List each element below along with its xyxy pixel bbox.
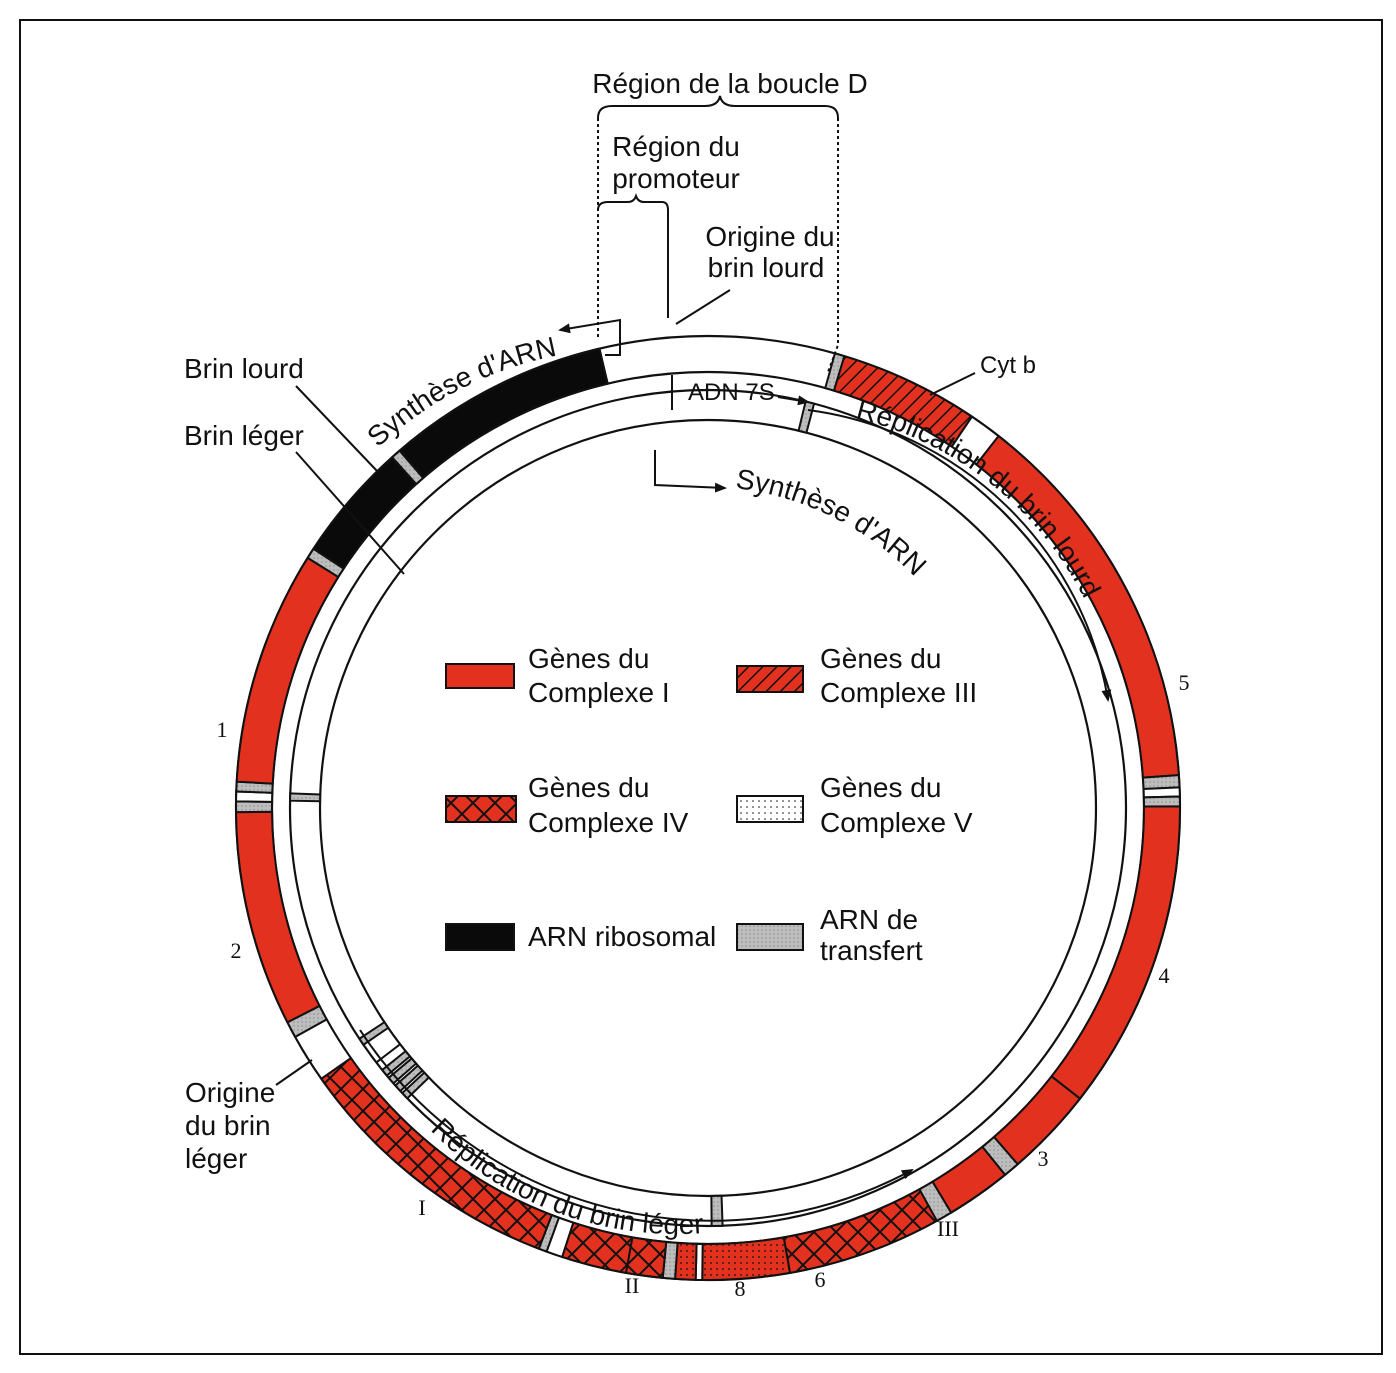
legend-label-complex1-line2: Complexe I <box>528 677 670 708</box>
legend-label-complex3-line2: Complexe III <box>820 677 977 708</box>
legend-label-complex4-line2: Complexe IV <box>528 807 689 838</box>
rna-synthesis-arrow-light <box>654 450 727 493</box>
legend-label-complex1-line1: Gènes du <box>528 643 649 674</box>
legend-swatch-complex4 <box>445 795 517 823</box>
dna-7s-label: ADN 7S <box>688 379 775 406</box>
gene-number-6: 6 <box>815 1267 826 1292</box>
light-origin-label-3: léger <box>185 1143 247 1174</box>
inner-trna-1 <box>358 1020 390 1047</box>
d-loop-label: Région de la boucle D <box>592 68 868 99</box>
inner-trna-0 <box>797 400 816 434</box>
legend-label-complex4-line1: Gènes du <box>528 772 649 803</box>
ring-circle-3 <box>318 418 1098 1198</box>
outer-segment-26 <box>235 810 321 1024</box>
legend-swatch-complex5 <box>736 795 804 823</box>
gene-number-8: 8 <box>735 1276 746 1301</box>
heavy-origin-label-2: brin lourd <box>708 252 825 283</box>
promoter-label-1: Région du <box>612 131 740 162</box>
gene-roman-II: II <box>625 1273 640 1298</box>
promoter-label-2: promoteur <box>612 163 740 194</box>
legend-swatch-rrna <box>445 923 515 951</box>
legend-label-rrna: ARN ribosomal <box>528 921 716 952</box>
d-loop-right-guide <box>827 118 839 373</box>
legend-swatch-complex1 <box>445 663 515 689</box>
outer-segment-17 <box>674 1241 698 1281</box>
outer-segment-31 <box>306 547 345 579</box>
legend-swatch-complex3 <box>736 665 804 693</box>
ring-circle-2 <box>288 388 1128 1228</box>
outer-segment-15 <box>701 1236 792 1281</box>
legend-label-complex5-line1: Gènes du <box>820 772 941 803</box>
legend-label-trna-line1: ARN de <box>820 904 918 935</box>
dna-7s-arrow <box>777 395 810 406</box>
gene-segments <box>235 347 1182 1281</box>
d-loop-bracket <box>597 95 839 119</box>
heavy-origin-label-1: Origine du <box>705 221 834 252</box>
promoter-bracket <box>597 192 669 318</box>
cyt-b-leader <box>929 372 976 396</box>
rna-synthesis-arrow-heavy <box>558 318 621 356</box>
cyt-b-label: Cyt b <box>980 352 1036 379</box>
figure-frame <box>19 19 1383 1355</box>
outer-segment-30 <box>235 556 340 785</box>
light-origin-leader <box>275 1059 313 1086</box>
outer-trna-rrna <box>390 449 425 486</box>
light-replication-arrow <box>359 1029 914 1222</box>
gene-roman-I: I <box>418 1195 425 1220</box>
gene-number-5: 5 <box>1179 670 1190 695</box>
heavy-origin-leader <box>675 289 731 325</box>
outer-segment-14 <box>782 1187 939 1274</box>
legend-label-trna-line2: transfert <box>820 935 923 966</box>
heavy-replication-arrow <box>807 409 1112 702</box>
legend-label-complex5-line2: Complexe V <box>820 807 973 838</box>
legend: Gènes du Complexe I Gènes du Complexe II… <box>445 643 977 966</box>
gene-number-1: 1 <box>217 717 228 742</box>
heavy-strand-leader <box>295 385 379 473</box>
heavy-strand-label: Brin lourd <box>184 353 304 384</box>
inner-trna-7 <box>289 792 322 803</box>
gene-number-3: 3 <box>1038 1146 1049 1171</box>
rna-synthesis-light-label: Synthèse d'ARN <box>734 463 932 581</box>
light-strand-label: Brin léger <box>184 420 304 451</box>
gene-number-4: 4 <box>1159 963 1170 988</box>
light-origin-label-1: Origine <box>185 1077 275 1108</box>
light-origin-label-2: du brin <box>185 1110 271 1141</box>
gene-roman-III: III <box>937 1216 959 1241</box>
outer-segment-27 <box>235 800 274 814</box>
outer-segment-8 <box>1142 795 1182 808</box>
gene-number-2: 2 <box>231 938 242 963</box>
light-strand-leader <box>295 451 405 575</box>
legend-swatch-trna <box>736 923 804 951</box>
legend-label-complex3-line1: Gènes du <box>820 643 941 674</box>
outer-segment-9 <box>1050 805 1182 1100</box>
inner-trna-2 <box>710 1194 724 1227</box>
